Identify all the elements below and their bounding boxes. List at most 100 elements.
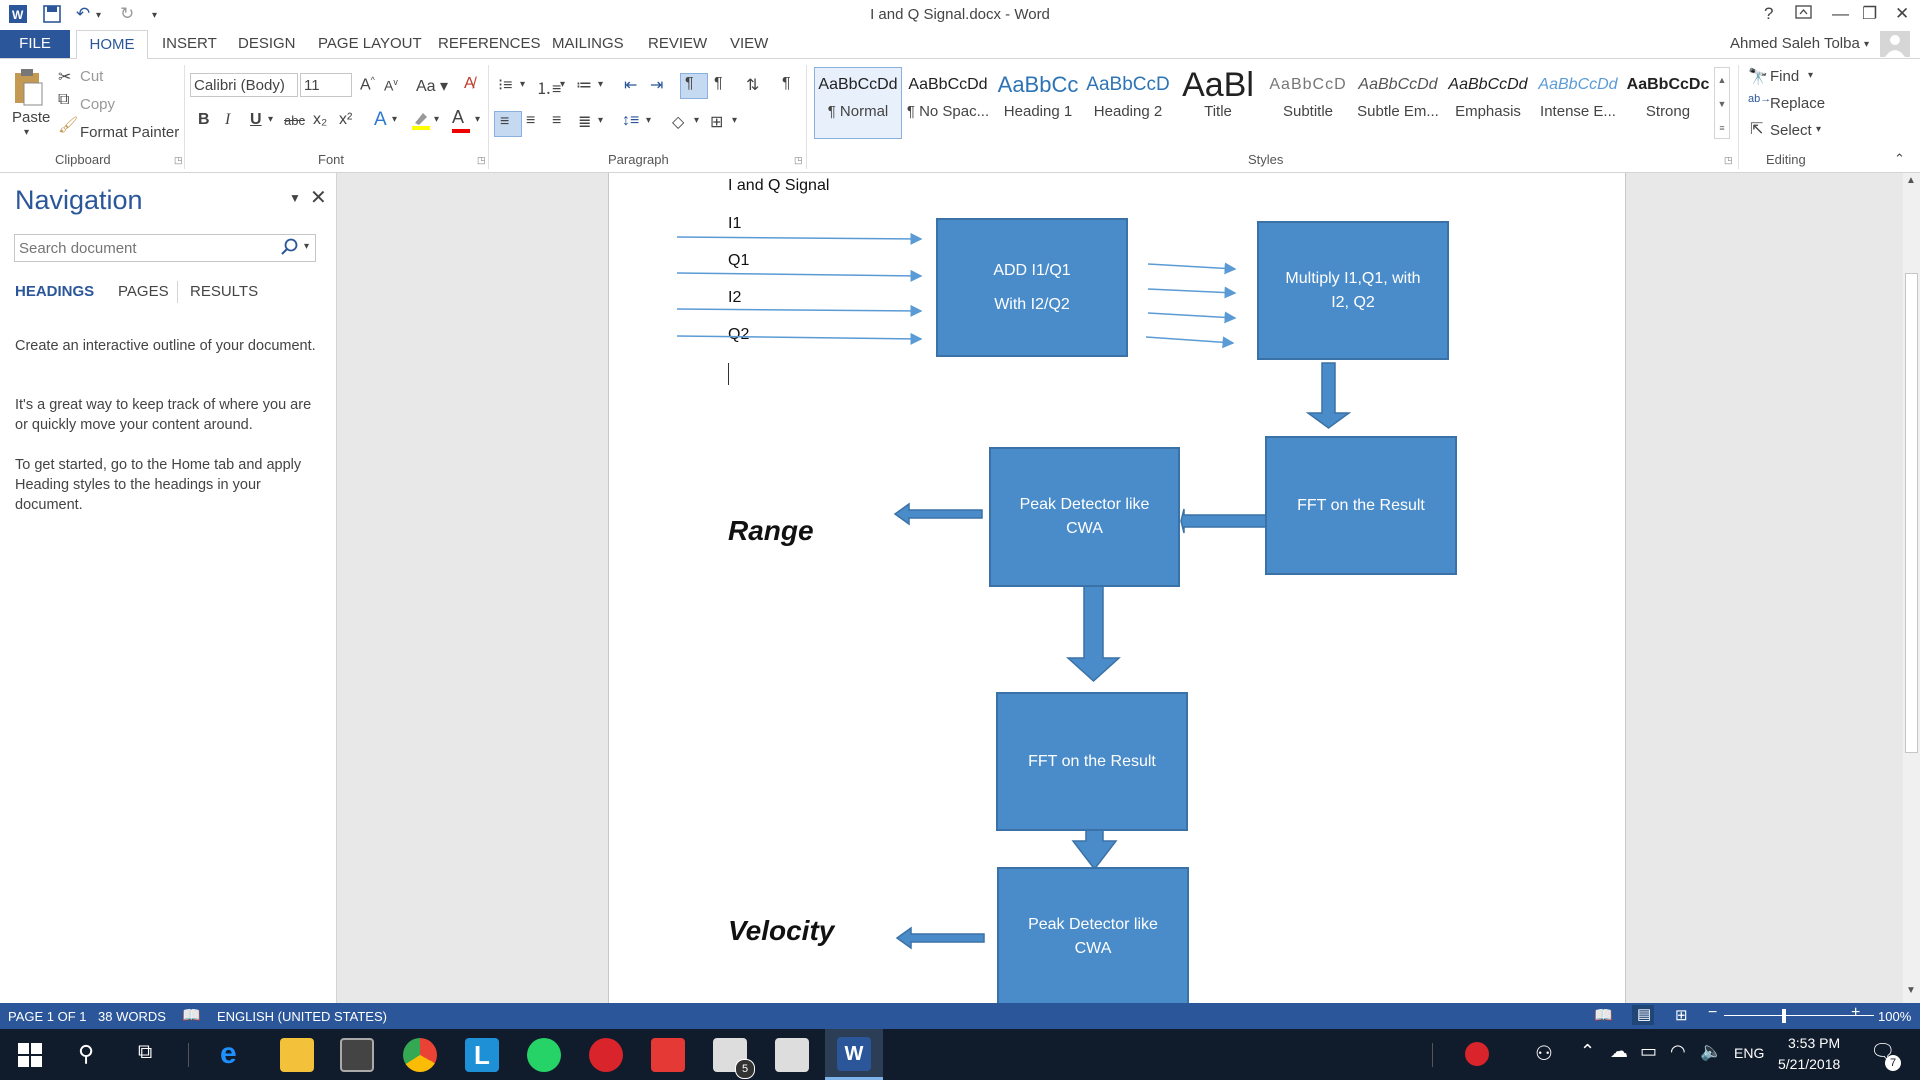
volume-icon[interactable]: 🔈: [1700, 1041, 1723, 1061]
page-count[interactable]: PAGE 1 OF 1: [8, 1009, 87, 1024]
align-left-button[interactable]: ≡: [494, 111, 522, 137]
style-heading-2[interactable]: AaBbCcD Heading 2: [1084, 67, 1172, 137]
copy-button[interactable]: Copy: [80, 96, 116, 113]
highlight-dropdown-icon[interactable]: ▾: [434, 114, 440, 125]
style-normal-selected-frame[interactable]: [814, 67, 902, 139]
change-case-icon[interactable]: Aa ▾: [416, 78, 449, 95]
clipboard-launcher-icon[interactable]: ◳: [174, 155, 183, 165]
font-size-combo[interactable]: 11: [300, 73, 352, 97]
language[interactable]: ENGLISH (UNITED STATES): [217, 1009, 387, 1024]
read-mode-icon[interactable]: 📖: [1594, 1007, 1613, 1024]
tab-review[interactable]: REVIEW: [648, 35, 708, 52]
clear-formatting-icon[interactable]: A̸: [464, 75, 475, 92]
ltr-button[interactable]: ¶: [680, 73, 708, 99]
file-explorer-icon[interactable]: [280, 1038, 314, 1072]
zoom-slider[interactable]: [1724, 1015, 1874, 1016]
underline-dropdown-icon[interactable]: ▾: [268, 114, 274, 125]
nav-tab-results[interactable]: RESULTS: [190, 283, 259, 300]
style-heading-1[interactable]: AaBbCc Heading 1: [994, 67, 1082, 137]
avatar[interactable]: [1880, 31, 1910, 61]
chrome-icon[interactable]: [403, 1038, 437, 1072]
text-effects-dropdown-icon[interactable]: ▾: [392, 114, 398, 125]
undo-dropdown-icon[interactable]: ▾: [96, 10, 102, 21]
zoom-in-icon[interactable]: +: [1851, 1004, 1861, 1021]
styles-launcher-icon[interactable]: ◳: [1724, 155, 1733, 165]
styles-scroll-down-icon[interactable]: ▼: [1717, 99, 1727, 109]
search-document-input[interactable]: [14, 234, 316, 262]
grow-font-icon[interactable]: A^: [360, 75, 375, 94]
select-button[interactable]: Select: [1770, 122, 1812, 139]
print-layout-button[interactable]: ▤: [1632, 1005, 1654, 1025]
style-subtitle[interactable]: AaBbCcD Subtitle: [1264, 67, 1352, 137]
save-icon[interactable]: [42, 4, 62, 29]
align-center-icon[interactable]: ≡: [526, 112, 536, 129]
styles-more-icon[interactable]: ≡: [1719, 123, 1725, 133]
justify-dropdown-icon[interactable]: ▾: [598, 115, 604, 126]
document-page[interactable]: I and Q Signal I1 Q1 I2 Q2 ADD I1/Q1 Wit…: [608, 173, 1626, 1003]
bullets-dropdown-icon[interactable]: ▾: [520, 79, 526, 90]
minimize-button[interactable]: —: [1832, 4, 1849, 23]
bullets-icon[interactable]: ⁝≡: [498, 77, 513, 94]
paste-dropdown-icon[interactable]: ▾: [24, 127, 30, 138]
text-effects-icon[interactable]: A: [374, 109, 387, 130]
style-intense-emphasis[interactable]: AaBbCcDd Intense E...: [1534, 67, 1622, 137]
zoom-out-icon[interactable]: −: [1708, 1004, 1718, 1021]
subscript-button[interactable]: x₂: [313, 111, 328, 128]
zoom-level[interactable]: 100%: [1878, 1009, 1912, 1024]
multilevel-dropdown-icon[interactable]: ▾: [598, 79, 604, 90]
paragraph-launcher-icon[interactable]: ◳: [794, 155, 803, 165]
find-icon[interactable]: 🔭: [1748, 69, 1768, 86]
clock-time[interactable]: 3:53 PM: [1788, 1035, 1841, 1051]
store-icon[interactable]: [340, 1038, 374, 1072]
font-color-dropdown-icon[interactable]: ▾: [475, 114, 481, 125]
antivirus-icon[interactable]: [589, 1038, 623, 1072]
input-language[interactable]: ENG: [1734, 1045, 1765, 1061]
format-painter-button[interactable]: Format Painter: [80, 124, 180, 141]
people-icon[interactable]: ⚇: [1535, 1043, 1553, 1065]
select-icon[interactable]: ⇱: [1750, 121, 1764, 138]
tab-file[interactable]: FILE: [0, 30, 70, 58]
box-multiply[interactable]: Multiply I1,Q1, with I2, Q2: [1257, 221, 1449, 360]
whatsapp-icon[interactable]: [527, 1038, 561, 1072]
font-name-combo[interactable]: Calibri (Body): [190, 73, 298, 97]
redo-icon[interactable]: ↻: [120, 4, 135, 23]
line-spacing-dropdown-icon[interactable]: ▾: [646, 115, 652, 126]
select-dropdown-icon[interactable]: ▾: [1816, 124, 1822, 135]
search-icon[interactable]: [280, 237, 300, 261]
box-fft-1[interactable]: FFT on the Result: [1265, 436, 1457, 575]
scroll-thumb[interactable]: [1905, 273, 1918, 753]
task-view-icon[interactable]: ⧉: [138, 1041, 153, 1063]
tab-insert[interactable]: INSERT: [162, 35, 217, 52]
box-fft-2[interactable]: FFT on the Result: [996, 692, 1188, 831]
app-k-icon[interactable]: [775, 1038, 809, 1072]
battery-icon[interactable]: ▭: [1640, 1041, 1658, 1061]
rtl-icon[interactable]: ¶: [714, 75, 723, 92]
shrink-font-icon[interactable]: Av: [384, 77, 398, 94]
collapse-ribbon-icon[interactable]: ⌃: [1894, 151, 1905, 166]
style-strong[interactable]: AaBbCcDc Strong: [1624, 67, 1712, 137]
shading-dropdown-icon[interactable]: ▾: [694, 115, 700, 126]
strikethrough-button[interactable]: abc: [284, 113, 305, 128]
superscript-button[interactable]: x²: [339, 111, 353, 128]
word-taskbar-button[interactable]: W: [825, 1029, 883, 1080]
decrease-indent-icon[interactable]: ⇤: [624, 77, 638, 94]
tab-home[interactable]: HOME: [76, 30, 148, 60]
nav-tab-pages[interactable]: PAGES: [118, 283, 169, 300]
wifi-icon[interactable]: ◠: [1670, 1041, 1686, 1061]
box-add[interactable]: ADD I1/Q1 With I2/Q2: [936, 218, 1128, 357]
increase-indent-icon[interactable]: ⇥: [650, 77, 664, 94]
styles-scroll-up-icon[interactable]: ▲: [1717, 75, 1727, 85]
show-hide-button[interactable]: ¶: [782, 75, 791, 92]
windows-start-icon[interactable]: [18, 1043, 42, 1071]
tray-antivirus-icon[interactable]: [1465, 1042, 1489, 1066]
align-right-icon[interactable]: ≡: [552, 112, 562, 129]
close-button[interactable]: ✕: [1895, 4, 1910, 23]
zoom-slider-handle[interactable]: [1782, 1009, 1786, 1023]
italic-button[interactable]: I: [225, 111, 231, 128]
numbering-icon[interactable]: ⒈≡: [536, 81, 562, 98]
line-spacing-icon[interactable]: ↕≡: [622, 112, 640, 129]
paste-button[interactable]: Paste: [12, 109, 51, 126]
highlight-icon[interactable]: [410, 109, 432, 136]
style-normal[interactable]: AaBbCcDd ¶ Normal: [814, 67, 902, 137]
borders-icon[interactable]: ⊞: [710, 114, 724, 131]
